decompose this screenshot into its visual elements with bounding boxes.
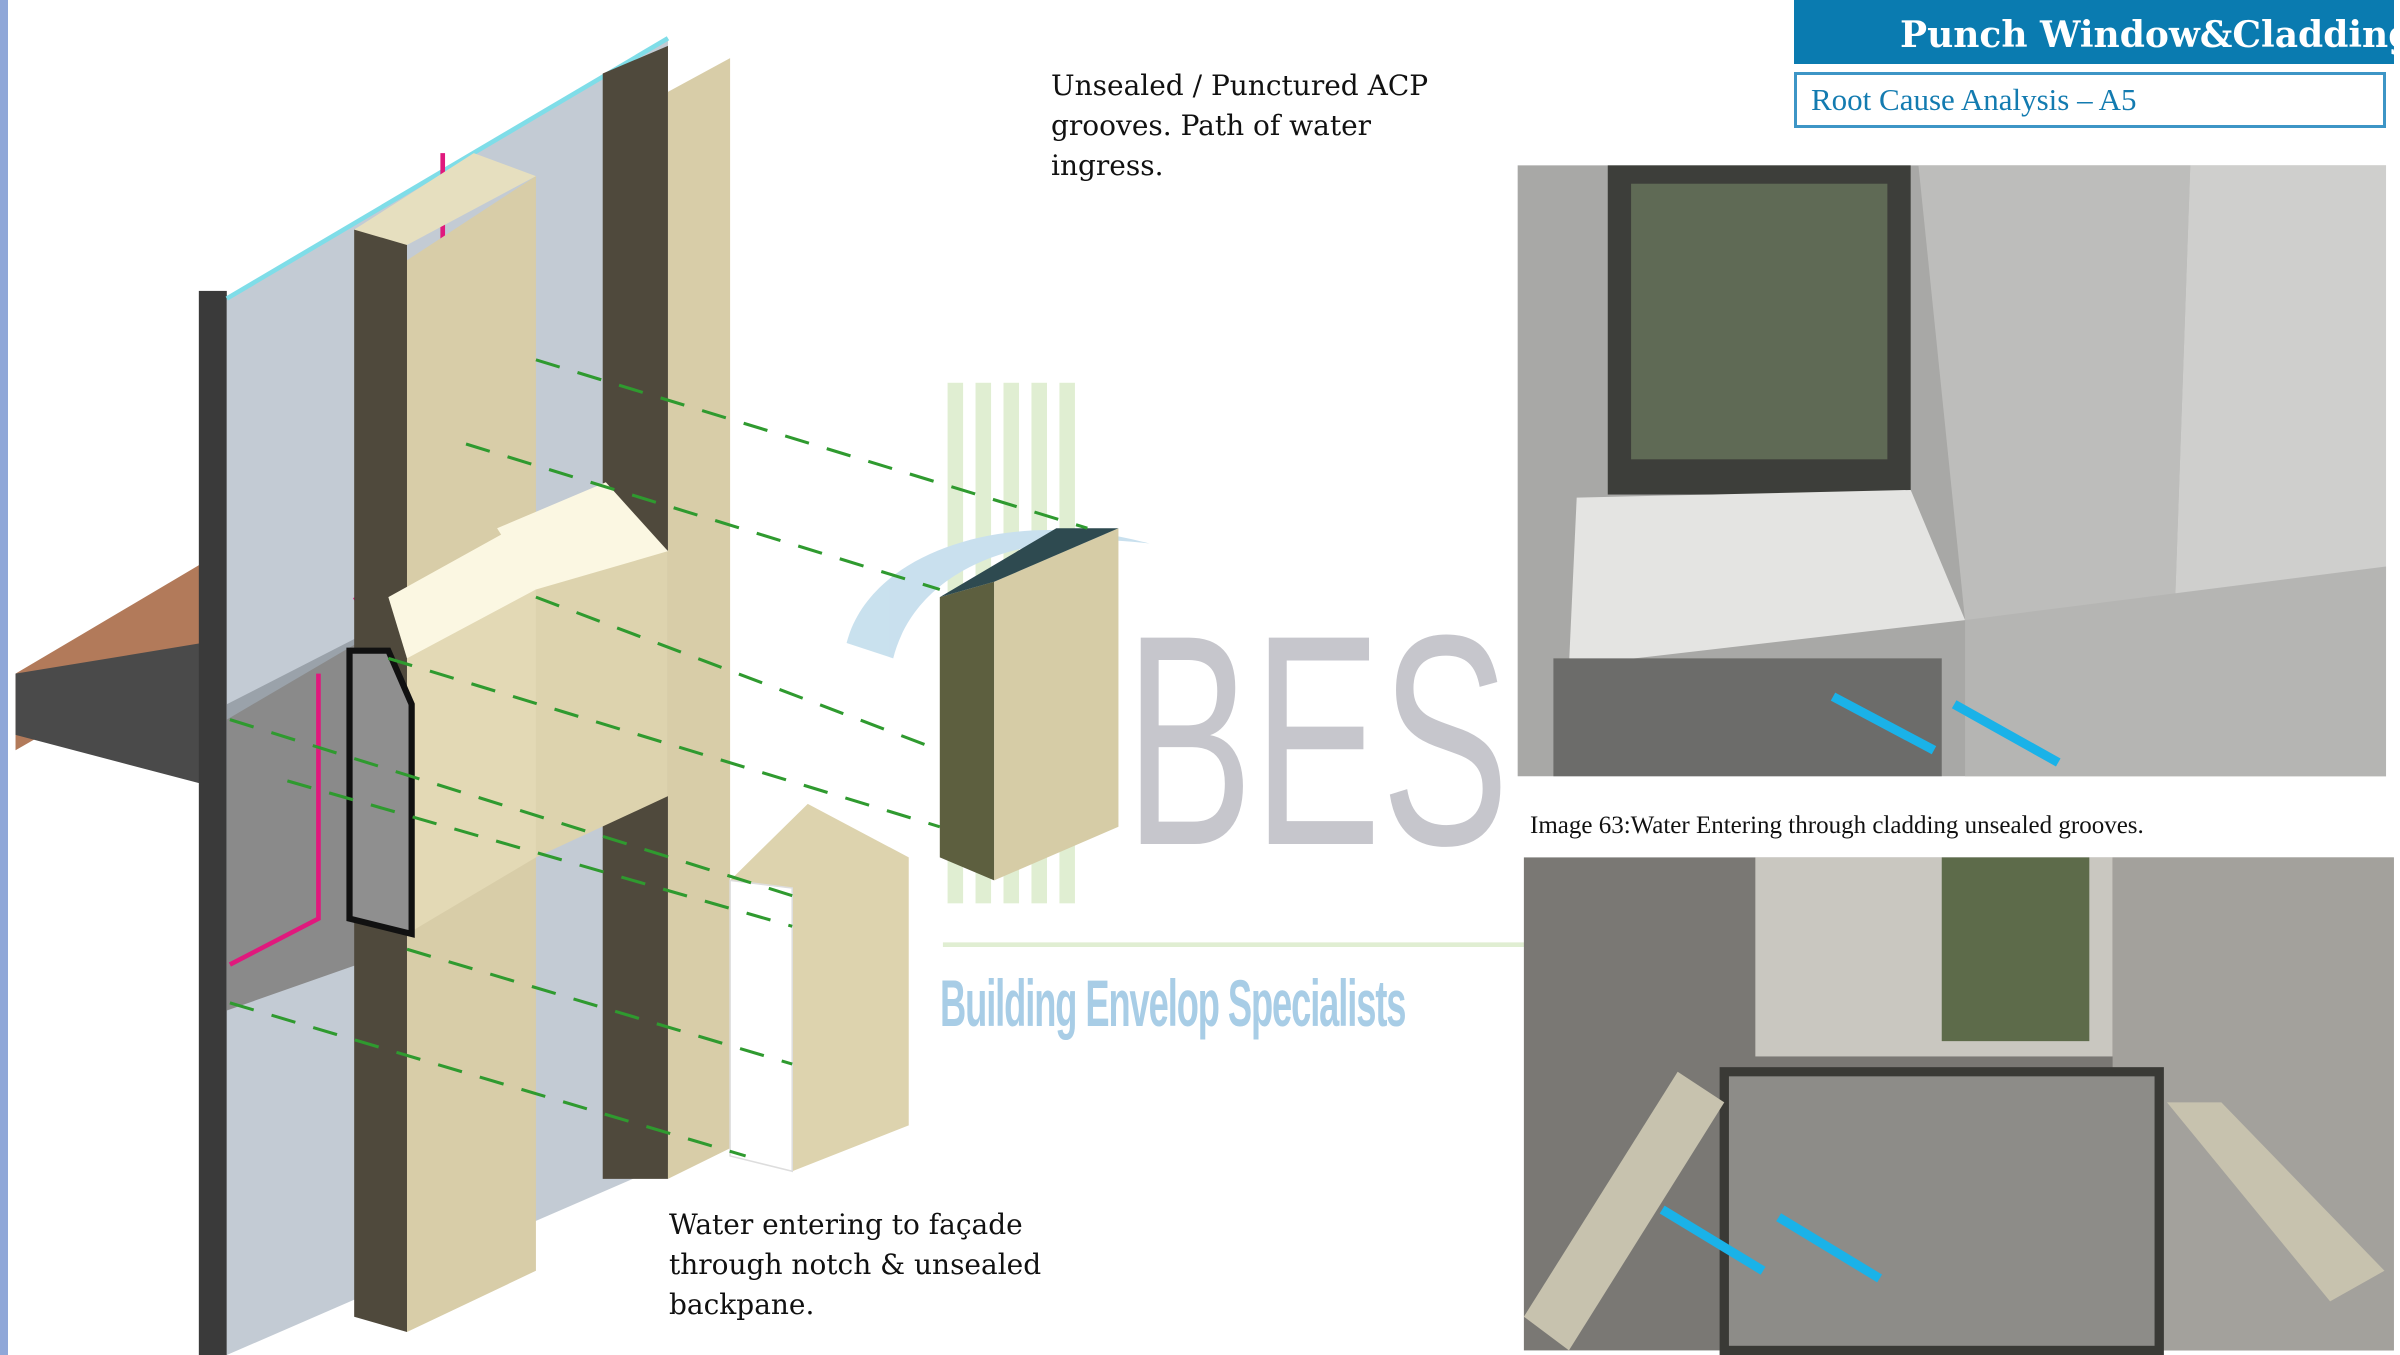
mullion xyxy=(198,290,227,1355)
site-photo-backpane-notch xyxy=(1523,857,2394,1355)
arrow-icon xyxy=(1776,1213,1883,1283)
projection-lines xyxy=(229,358,1088,1158)
slide-title: Punch Window&Cladding xyxy=(1794,0,2394,64)
detached-cladding-panels xyxy=(729,528,1119,1173)
acp-cladding-columns xyxy=(346,45,731,1333)
watermark-letters: BES xyxy=(1125,572,1510,908)
arrow-icon xyxy=(1830,692,1937,755)
slide-subtitle: Root Cause Analysis – A5 xyxy=(1794,72,2386,128)
arrow-icon xyxy=(1659,1205,1766,1275)
floor-slab xyxy=(15,563,202,784)
watermark-tagline: Building Envelop Specialists xyxy=(940,966,1407,1040)
arrow-icon xyxy=(1951,700,2061,767)
site-photo-cladding-grooves xyxy=(1517,165,2387,777)
slide-edge-strip xyxy=(0,0,8,1355)
grooves-annotation: Unsealed / Punctured ACP grooves. Path o… xyxy=(1051,69,1429,182)
photo-caption: Image 63:Water Entering through cladding… xyxy=(1530,812,2144,839)
backpane-annotation: Water entering to façade through notch &… xyxy=(669,1208,1042,1321)
